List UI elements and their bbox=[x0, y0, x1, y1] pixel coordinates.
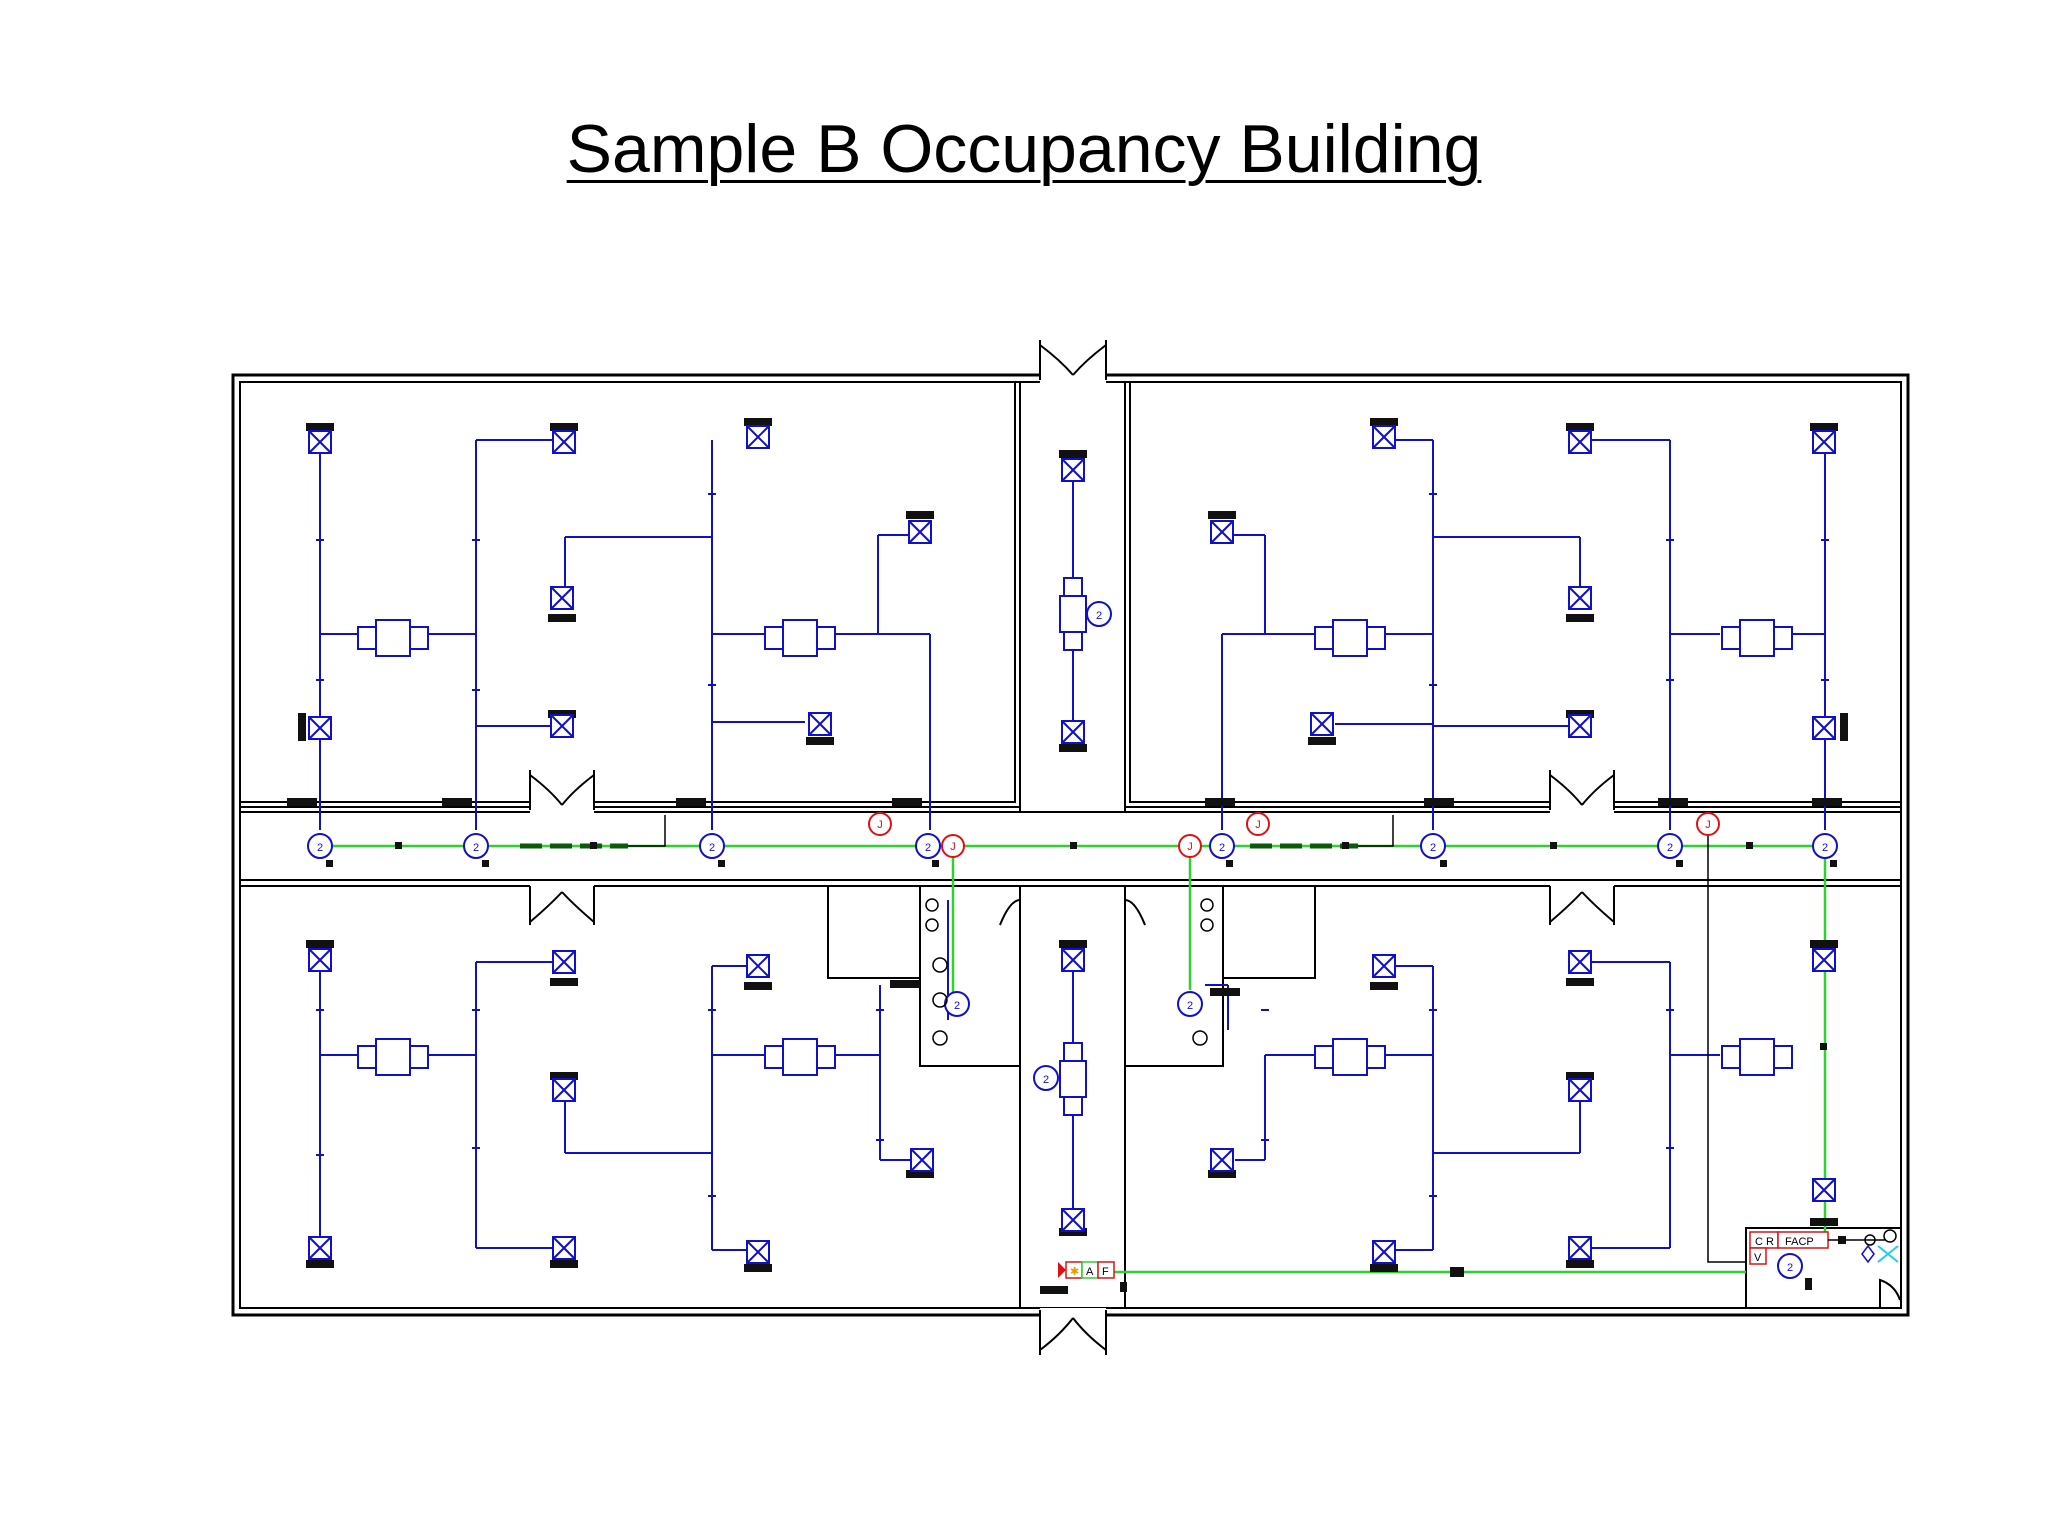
smoke-detector-labels: 2 2 2 2 2 2 2 2 2 2 2 2 2 bbox=[317, 610, 1828, 1274]
svg-text:2: 2 bbox=[473, 842, 479, 854]
svg-text:J: J bbox=[1255, 819, 1261, 831]
svg-text:A: A bbox=[1086, 1266, 1094, 1278]
svg-text:2: 2 bbox=[1219, 842, 1225, 854]
svg-text:J: J bbox=[1187, 841, 1193, 853]
svg-text:2: 2 bbox=[709, 842, 715, 854]
restroom-fixtures bbox=[925, 898, 1214, 1046]
svg-text:2: 2 bbox=[1043, 1074, 1049, 1086]
svg-text:J: J bbox=[1705, 819, 1711, 831]
svg-text:V: V bbox=[1754, 1252, 1762, 1264]
page-title: Sample B Occupancy Building bbox=[566, 111, 1482, 187]
svg-text:2: 2 bbox=[1667, 842, 1673, 854]
speaker-strobe-icon: ✱ A F bbox=[1058, 1261, 1115, 1279]
svg-text:J: J bbox=[950, 841, 956, 853]
facp-label: FACP bbox=[1785, 1236, 1814, 1248]
svg-text:R: R bbox=[1766, 1236, 1774, 1248]
junction-box-icon bbox=[868, 812, 1720, 858]
circuit-ticks bbox=[316, 493, 1829, 1197]
svg-text:2: 2 bbox=[1430, 842, 1436, 854]
corridor-fixture-icon bbox=[1059, 577, 1087, 1116]
svg-text:2: 2 bbox=[1096, 610, 1102, 622]
doors bbox=[529, 340, 1901, 1356]
svg-text:2: 2 bbox=[1822, 842, 1828, 854]
control-panel-icon: C R V FACP bbox=[1749, 1229, 1899, 1265]
corridor-markers bbox=[326, 842, 1837, 1292]
svg-text:J: J bbox=[877, 819, 883, 831]
svg-text:F: F bbox=[1102, 1266, 1109, 1278]
svg-text:C: C bbox=[1755, 1236, 1763, 1248]
svg-text:2: 2 bbox=[1187, 1000, 1193, 1012]
svg-text:✱: ✱ bbox=[1070, 1266, 1079, 1278]
svg-text:2: 2 bbox=[1787, 1262, 1793, 1274]
svg-text:2: 2 bbox=[925, 842, 931, 854]
mount-bars bbox=[287, 418, 1848, 1294]
svg-text:2: 2 bbox=[317, 842, 323, 854]
svg-text:2: 2 bbox=[954, 1000, 960, 1012]
junction-box-labels: J J J J J bbox=[877, 819, 1711, 853]
drop-lines bbox=[628, 815, 1746, 1263]
